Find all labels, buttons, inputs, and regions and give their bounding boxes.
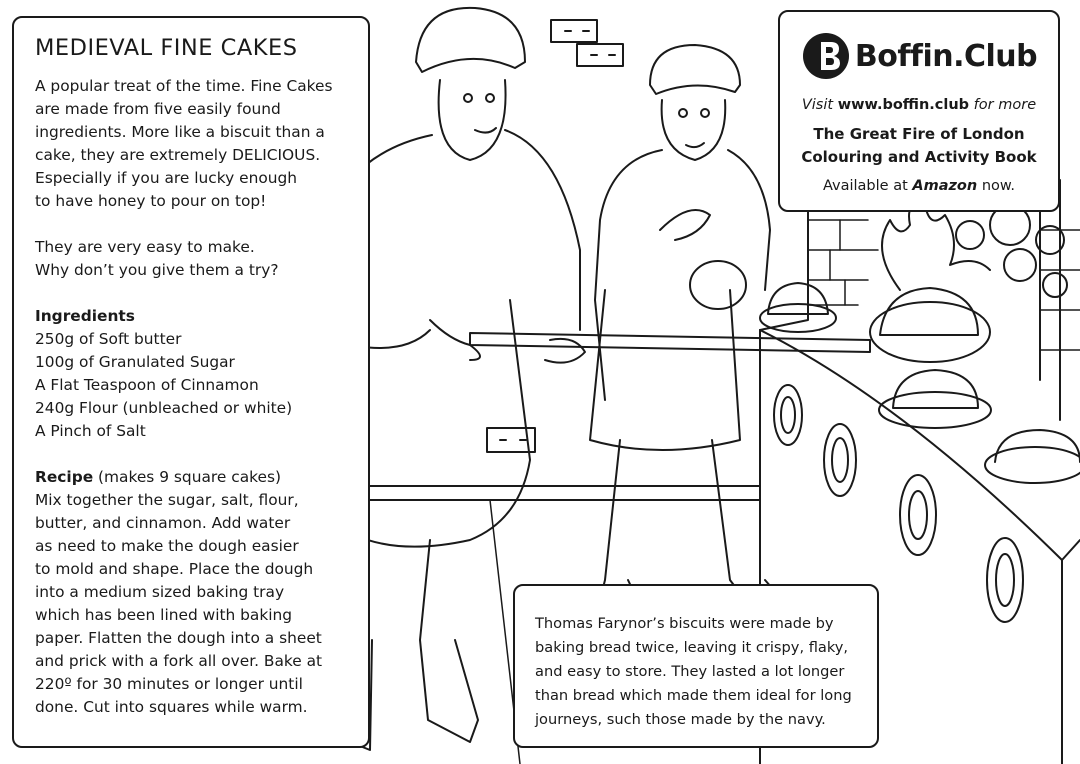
intro-line: Especially if you are lucky enough [35, 168, 298, 187]
ingredient-item: A Flat Teaspoon of Cinnamon [35, 375, 259, 394]
book-title-line: The Great Fire of London [813, 125, 1025, 143]
intro-line: to have honey to pour on top! [35, 191, 267, 210]
avail-suffix: now. [977, 178, 1016, 194]
promo-panel: Boffin.Club Visit www.boffin.club for mo… [778, 10, 1060, 212]
intro-line: are made from five easily found [35, 99, 281, 118]
fact-panel: Thomas Farynor’s biscuits were made by b… [513, 584, 879, 748]
plate [759, 303, 837, 333]
baker-right [589, 44, 786, 606]
wall-brick [486, 427, 536, 453]
visit-url-link[interactable]: www.boffin.club [837, 97, 970, 113]
oven-ring [899, 474, 937, 556]
method-line: as need to make the dough easier [35, 536, 299, 555]
try-line: Why don’t you give them a try? [35, 260, 279, 279]
ingredient-item: 240g Flour (unbleached or white) [35, 398, 293, 417]
plate [984, 446, 1080, 484]
avail-prefix: Available at [822, 178, 913, 194]
method-line: into a medium sized baking tray [35, 582, 285, 601]
method-heading-note: (makes 9 square cakes) [93, 467, 281, 486]
loaf [892, 369, 979, 409]
intro-line: cake, they are extremely DELICIOUS. [35, 145, 321, 164]
logo-text: Boffin.Club [854, 38, 1038, 74]
ingredient-item: A Pinch of Salt [35, 421, 146, 440]
wall-brick [576, 43, 624, 67]
ingredient-item: 100g of Granulated Sugar [35, 352, 235, 371]
peel-handle [469, 332, 871, 353]
fire [881, 203, 991, 291]
promo-availability: Available at Amazon now. [790, 175, 1048, 198]
loaf [879, 287, 979, 336]
fact-line: than bread which made them ideal for lon… [535, 687, 852, 704]
recipe-panel: MEDIEVAL FINE CAKES A popular treat of t… [12, 16, 370, 748]
boffin-logo-icon [802, 33, 849, 79]
try-line: They are very easy to make. [35, 237, 255, 256]
visit-prefix: Visit [801, 97, 838, 113]
method-line: which has been lined with baking [35, 605, 293, 624]
oven-ring [823, 423, 857, 497]
fact-line: journeys, such those made by the navy. [535, 711, 826, 728]
recipe-title: MEDIEVAL FINE CAKES [35, 35, 298, 61]
method-line: done. Cut into squares while warm. [35, 697, 308, 716]
ingredient-item: 250g of Soft butter [35, 329, 182, 348]
promo-visit: Visit www.boffin.club for more [790, 94, 1048, 117]
method-line: Mix together the sugar, salt, flour, [35, 490, 299, 509]
oven-ring [831, 437, 849, 483]
method-line: to mold and shape. Place the dough [35, 559, 314, 578]
intro-line: A popular treat of the time. Fine Cakes [35, 76, 333, 95]
fact-line: Thomas Farynor’s biscuits were made by [535, 615, 834, 632]
bread-roll [689, 260, 747, 310]
method-line: butter, and cinnamon. Add water [35, 513, 291, 532]
fact-line: baking bread twice, leaving it crispy, f… [535, 639, 849, 656]
method-section: Recipe (makes 9 square cakes) Mix togeth… [35, 466, 348, 719]
oven-ring [908, 490, 928, 540]
try-paragraph: They are very easy to make. Why don’t yo… [35, 236, 348, 282]
book-title-line: Colouring and Activity Book [801, 148, 1037, 166]
oven-ring [780, 396, 796, 434]
oven-ring [986, 537, 1024, 623]
visit-suffix: for more [969, 97, 1037, 113]
peel-blade [869, 301, 991, 363]
ingredients-section: Ingredients 250g of Soft butter 100g of … [35, 305, 348, 443]
method-line: paper. Flatten the dough into a sheet [35, 628, 322, 647]
oven-ring [773, 384, 803, 446]
method-heading: Recipe [35, 467, 94, 486]
loaf [994, 429, 1080, 463]
intro-line: ingredients. More like a biscuit than a [35, 122, 325, 141]
amazon-link[interactable]: Amazon [912, 178, 978, 194]
ingredients-heading: Ingredients [35, 306, 135, 325]
method-heading-row: Recipe (makes 9 square cakes) [35, 466, 348, 489]
wall-brick [550, 19, 598, 43]
oven-ring [995, 553, 1015, 607]
loaf [767, 282, 829, 315]
fact-line: and easy to store. They lasted a lot lon… [535, 663, 845, 680]
intro-paragraph: A popular treat of the time. Fine Cakes … [35, 75, 348, 213]
boffin-club-logo[interactable]: Boffin.Club [790, 28, 1048, 84]
promo-book-title: The Great Fire of London Colouring and A… [790, 123, 1048, 169]
method-line: and prick with a fork all over. Bake at [35, 651, 323, 670]
method-line: 220º for 30 minutes or longer until [35, 674, 303, 693]
plate [878, 391, 992, 429]
